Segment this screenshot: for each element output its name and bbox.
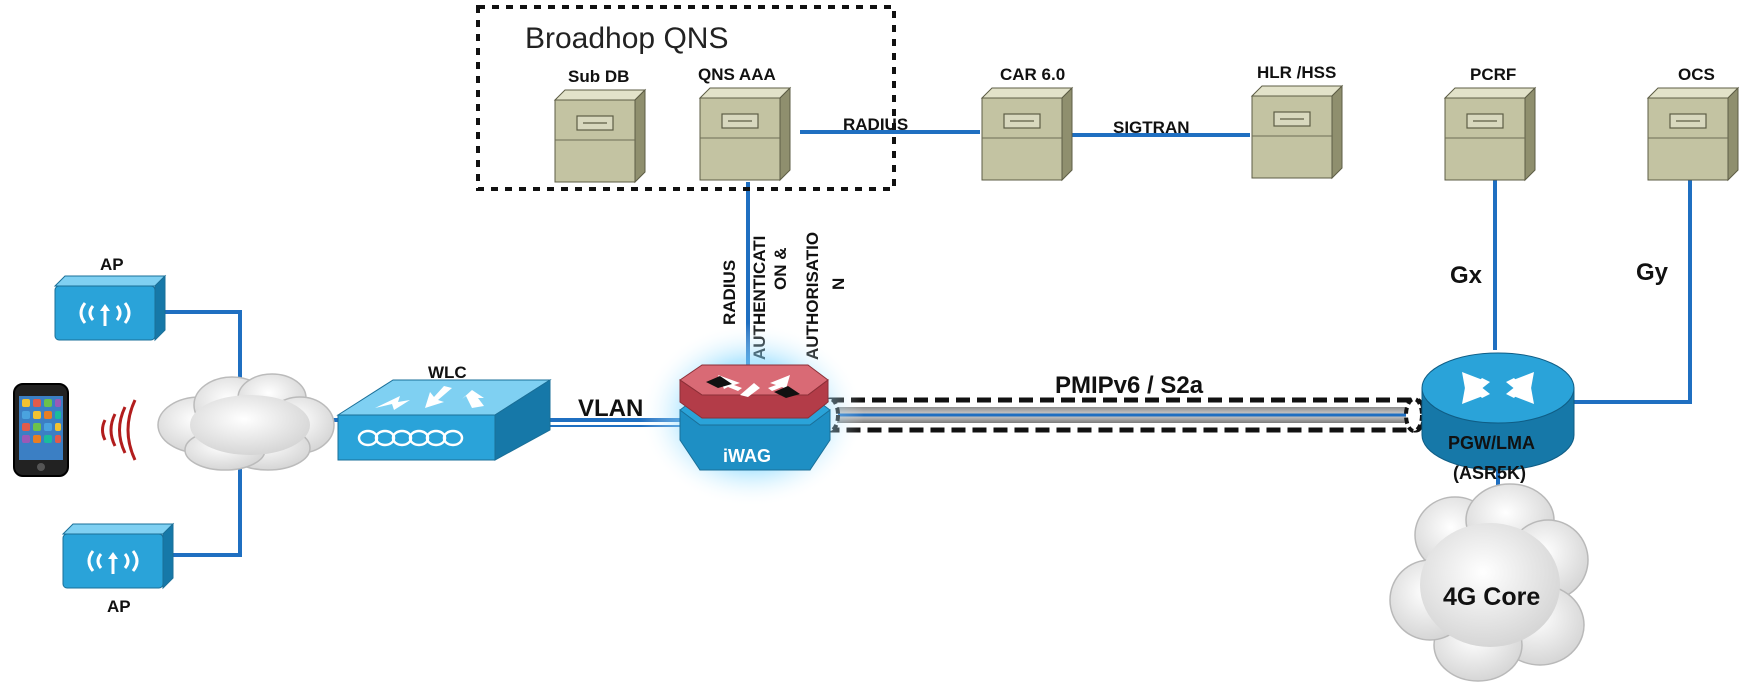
link-ap-top [160,310,242,400]
broadhop-group-box [476,5,896,191]
4g-core-cloud-icon [1389,483,1589,682]
label-tunnel: PMIPv6 / S2a [1055,372,1204,399]
link-gy [1570,178,1692,404]
server-car: CAR 6.0 [981,65,1073,181]
server-pcrf: PCRF [1444,65,1536,181]
server-ocs: OCS [1647,65,1739,181]
iwag-device: iWAG [640,323,864,507]
pgw-lma-device: PGW/LMA (ASR5K) [1421,352,1575,483]
4g-core-label: 4G Core [1443,583,1540,611]
ap-bottom: AP [61,522,175,616]
pgw-label-line1: PGW/LMA [1448,433,1535,453]
label-gy: Gy [1636,259,1669,286]
server-hlr-label: HLR /HSS [1257,63,1336,82]
server-pcrf-label: PCRF [1470,65,1516,84]
server-hlr: HLR /HSS [1251,63,1343,179]
ap-top: AP [53,255,167,342]
server-ocs-label: OCS [1678,65,1715,84]
pmip-tunnel [820,397,1424,433]
label-auth-line2: ON & [771,248,790,291]
label-gx: Gx [1450,262,1483,289]
broadhop-group-title: Broadhop QNS [525,22,728,55]
ap-top-label: AP [100,255,124,274]
pgw-label-line2: (ASR5K) [1453,463,1526,483]
server-subdb: Sub DB [554,67,646,183]
wireless-signal-icon [101,399,137,461]
wlc-label: WLC [428,363,467,382]
link-ap-bottom [168,460,242,557]
server-car-label: CAR 6.0 [1000,65,1065,84]
wlc-device: WLC [336,363,552,461]
server-qnsaaa-label: QNS AAA [698,65,776,84]
label-auth-line4: N [829,278,848,290]
iwag-label: iWAG [723,446,771,466]
label-vlan: VLAN [578,395,643,422]
server-qnsaaa: QNS AAA [698,65,791,181]
label-radius-top: RADIUS [843,115,908,134]
smartphone-icon [13,383,69,477]
label-auth-line3: AUTHORISATIO [803,232,822,360]
label-radius-vertical: RADIUS [720,260,739,325]
access-cloud-icon [157,373,335,471]
server-subdb-label: Sub DB [568,67,629,86]
links-layer [160,130,1692,557]
label-sigtran: SIGTRAN [1113,118,1190,137]
ap-bottom-label: AP [107,597,131,616]
